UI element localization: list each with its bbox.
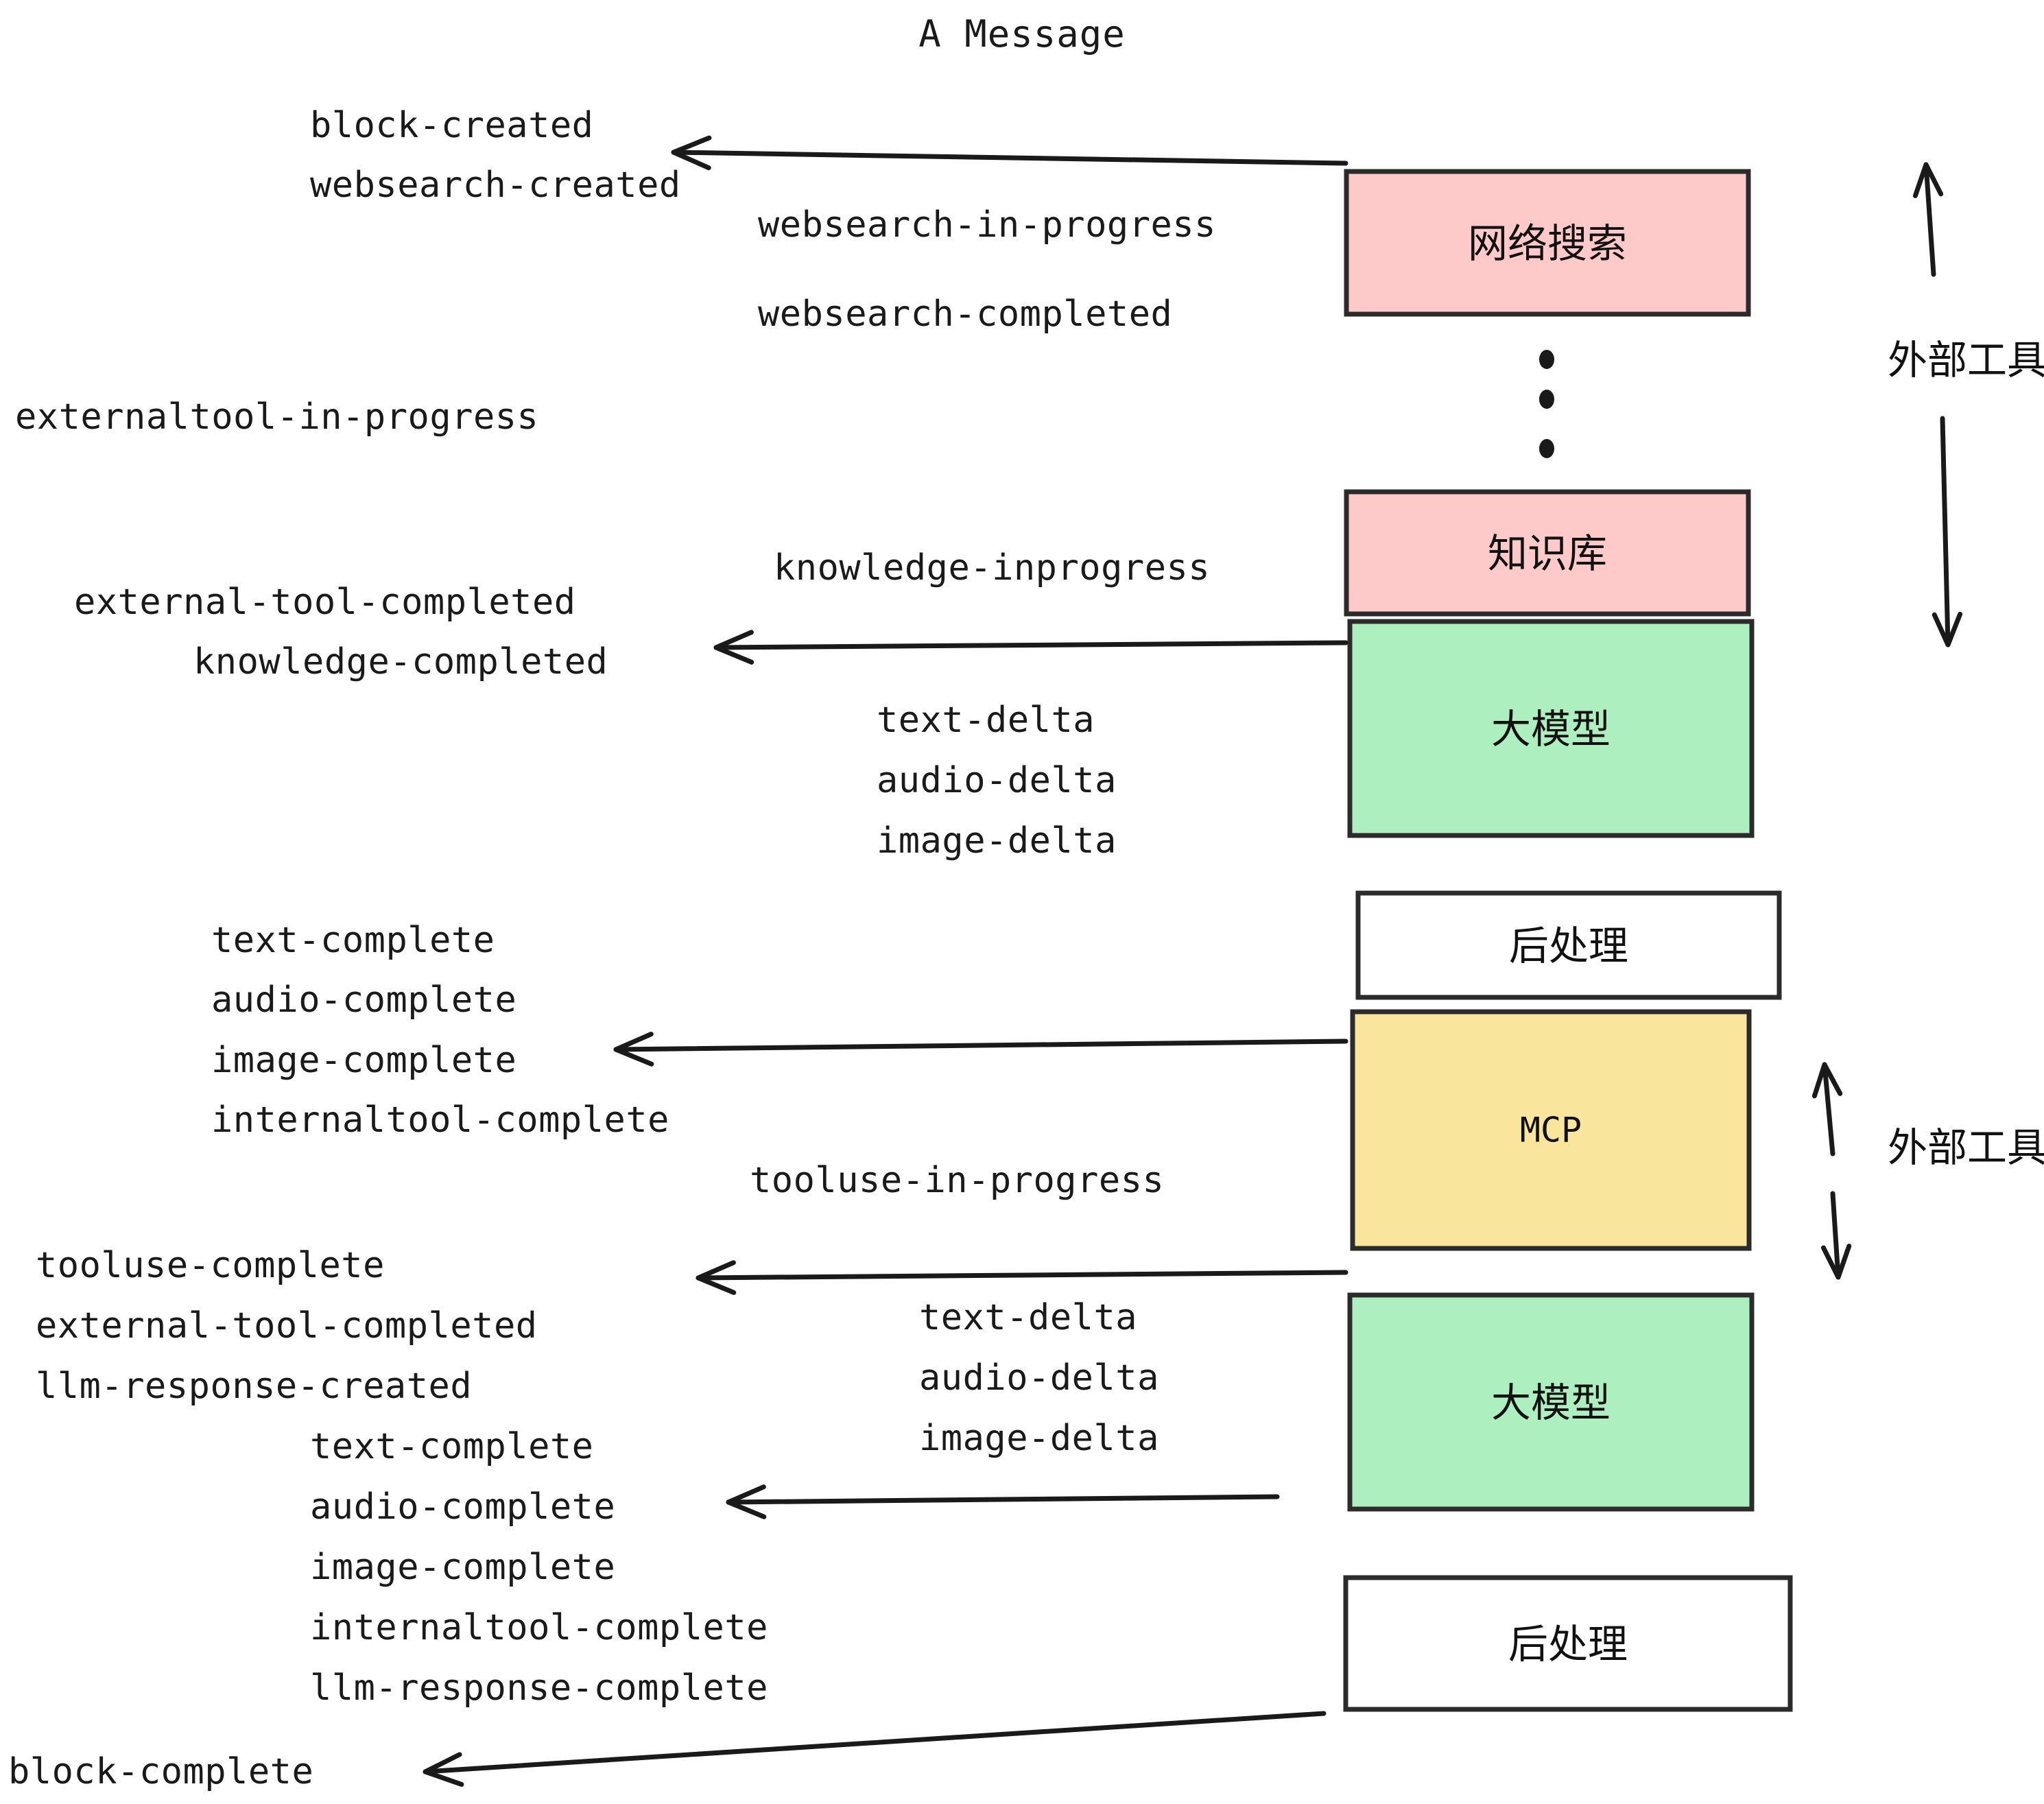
ellipsis-dot-3 [1539,439,1554,458]
arrow-knowledge-done-head [713,630,754,665]
arrow-block-complete-shaft [423,1711,1327,1775]
arrow-audio-complete-head [726,1484,767,1519]
event-label-text-delta-2: text-delta [919,1297,1137,1338]
event-label-internaltool-complete-2: internaltool-complete [310,1607,768,1648]
box-label-websearch: 网络搜索 [1468,220,1627,267]
event-label-internaltool-complete-1: internaltool-complete [211,1100,669,1141]
arrow-audio-complete [726,1484,1280,1519]
event-label-external-tool-completed-2: external-tool-completed [36,1305,538,1346]
arrow-audio-complete-shaft [726,1494,1280,1505]
arrow-image-complete-head [613,1032,654,1067]
box-rect-websearch [1344,169,1751,317]
arrow-image-complete-shaft [613,1039,1348,1052]
event-label-tooluse-in-progress: tooluse-in-progress [750,1160,1164,1201]
event-label-external-tool-completed-1: external-tool-completed [74,582,576,623]
event-label-block-complete: block-complete [8,1751,313,1792]
box-postproc-1[interactable]: 后处理 [1355,890,1782,1000]
ellipsis-dots [1539,350,1554,458]
scope-arrows [1811,162,1963,1280]
event-labels: block-created websearch-created websearch-… [8,105,1216,1792]
scope-upper-up-shaft [1923,162,1936,277]
event-label-text-complete-1: text-complete [211,920,495,961]
scope-lower-up [1811,1062,1843,1156]
arrow-knowledge-done-shaft [713,640,1348,650]
box-llm-2[interactable]: 大模型 [1347,1292,1755,1512]
box-websearch[interactable]: 网络搜索 [1344,169,1751,317]
ellipsis-dot-2 [1539,390,1554,409]
diagram-title: A Message [918,12,1126,56]
event-label-block-created: block-created [310,105,594,146]
scope-upper-down-shaft [1940,416,1951,648]
flow-arrows [423,135,1348,1787]
arrow-block-created-head [671,135,712,171]
arrow-block-complete [423,1711,1327,1787]
scope-upper-up-head [1912,162,1944,198]
event-label-text-delta-1: text-delta [877,700,1095,741]
ellipsis-dot-1 [1539,350,1554,369]
event-label-llm-response-complete: llm-response-complete [310,1667,768,1709]
event-label-audio-complete-1: audio-complete [211,980,516,1021]
event-label-knowledge-inprogress: knowledge-inprogress [774,547,1210,589]
arrow-tooluse-shaft [696,1270,1348,1281]
annotation-external-tool-lower: 外部工具 [1888,1124,2044,1171]
scope-lower-up-shaft [1822,1062,1835,1156]
scope-lower-down-head [1820,1244,1852,1280]
arrow-tooluse [696,1260,1348,1295]
arrow-block-created [671,135,1348,171]
box-rect-llm-2 [1347,1292,1755,1512]
box-label-postproc-2: 后处理 [1508,1621,1628,1667]
event-label-audio-complete-2: audio-complete [310,1486,615,1528]
annotation-external-tool-upper: 外部工具 [1888,337,2044,383]
box-rect-llm-1 [1347,619,1755,838]
event-label-image-complete-2: image-complete [310,1547,615,1588]
event-label-websearch-in-progress: websearch-in-progress [758,204,1216,246]
box-label-postproc-1: 后处理 [1509,923,1628,969]
scope-lower-down [1820,1191,1852,1280]
scope-lower-up-head [1811,1062,1843,1099]
box-mcp[interactable]: MCP [1350,1009,1752,1251]
event-label-image-delta-2: image-delta [919,1418,1159,1459]
box-knowledge[interactable]: 知识库 [1344,489,1751,617]
scope-upper-down-head [1932,611,1963,648]
event-label-audio-delta-1: audio-delta [877,760,1117,801]
box-label-llm-2: 大模型 [1491,1379,1611,1426]
arrow-block-complete-head [423,1752,464,1787]
event-label-image-complete-1: image-complete [211,1040,516,1081]
box-postproc-2[interactable]: 后处理 [1343,1575,1793,1712]
event-label-websearch-completed: websearch-completed [758,294,1172,335]
event-label-image-delta-1: image-delta [877,820,1117,862]
arrow-block-created-shaft [671,150,1348,166]
box-llm-1[interactable]: 大模型 [1347,619,1755,838]
scope-upper-down [1932,416,1963,648]
box-rect-mcp [1350,1009,1752,1251]
event-label-externaltool-in-progress: externaltool-in-progress [15,396,538,438]
scope-upper-up [1912,162,1944,277]
arrow-tooluse-head [696,1260,737,1295]
event-label-tooluse-complete: tooluse-complete [36,1245,385,1286]
box-rect-knowledge [1344,489,1751,617]
event-label-audio-delta-2: audio-delta [919,1357,1159,1399]
box-rect-postproc-2 [1343,1575,1793,1712]
box-rect-postproc-1 [1355,890,1782,1000]
scope-lower-down-shaft [1830,1191,1841,1280]
box-label-llm-1: 大模型 [1491,706,1611,752]
arrow-knowledge-done [713,630,1348,665]
event-label-knowledge-completed: knowledge-completed [193,641,608,683]
event-label-websearch-created: websearch-created [310,165,681,206]
event-label-text-complete-2: text-complete [310,1426,594,1467]
event-label-llm-response-created: llm-response-created [36,1366,472,1407]
arrow-image-complete [613,1032,1348,1067]
box-label-mcp: MCP [1520,1111,1582,1150]
box-label-knowledge: 知识库 [1488,530,1607,577]
